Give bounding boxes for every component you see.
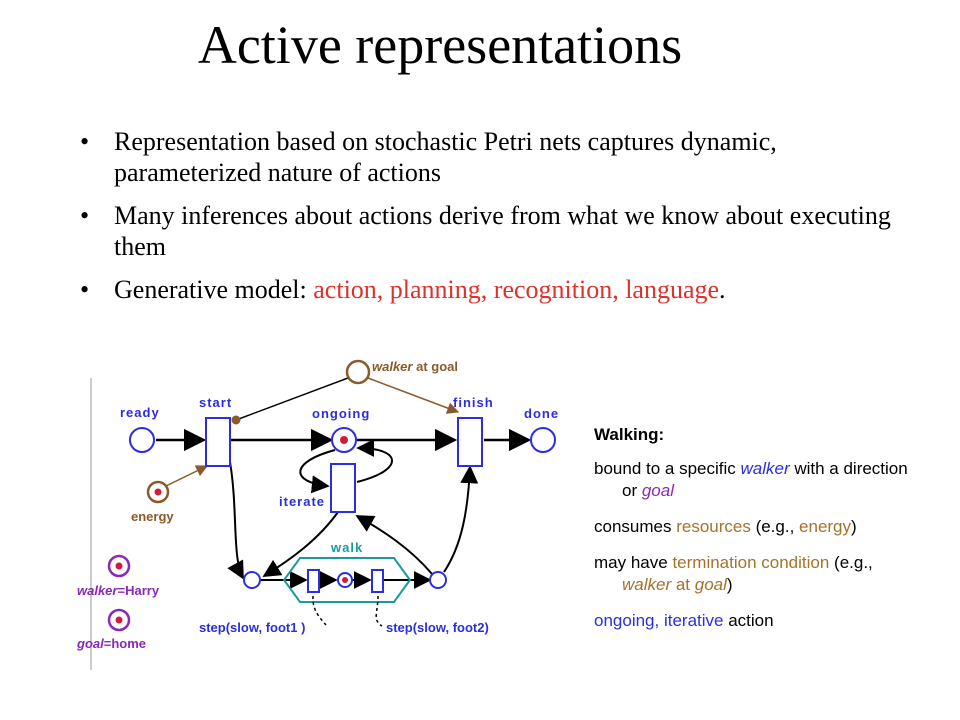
place-ongoing-token-icon [340, 436, 348, 444]
bullet-text-end: . [719, 275, 726, 304]
label-goal-param-rest: =home [104, 636, 146, 651]
bullet-list: • Representation based on stochastic Pet… [80, 126, 900, 317]
walking-term-energy: energy [799, 517, 852, 536]
place-goal-param-token-icon [115, 616, 123, 624]
walking-text: with a direction or [622, 459, 908, 500]
label-walker-at-goal-rest: at goal [412, 359, 458, 374]
arc-ongoing-iterate [299, 449, 336, 494]
bullet-text: Representation based on stochastic Petri… [114, 127, 777, 187]
label-ongoing: ongoing [312, 406, 370, 421]
bullet-text: Generative model: [114, 275, 314, 304]
arc-iterate-ongoing [356, 439, 393, 483]
label-finish: finish [453, 395, 494, 410]
place-energy-token-icon [154, 488, 162, 496]
walking-text: (e.g., [829, 553, 873, 572]
place-ready [129, 427, 155, 453]
place-walk-out [429, 571, 447, 589]
arc-energy-start [165, 465, 209, 487]
label-iterate: iterate [279, 494, 325, 509]
label-walker-param-rest: =Harry [117, 583, 159, 598]
label-step2: step(slow, foot2) [386, 620, 489, 635]
walking-term-ongoing: ongoing, iterative [594, 611, 724, 630]
walking-description-panel: Walking: bound to a specific walker with… [594, 424, 924, 646]
walking-line-resources: consumes resources (e.g., energy) [594, 516, 924, 538]
walking-term-termination: termination condition [672, 553, 830, 572]
walking-term-goal: goal [641, 481, 674, 500]
walking-line-ongoing: ongoing, iterative action [594, 610, 924, 632]
bullet-dot-icon: • [80, 201, 90, 230]
label-walker-at-goal-italic: walker [372, 359, 413, 374]
transition-step1 [307, 569, 320, 593]
place-walk-in [243, 571, 261, 589]
arc-start-walk [227, 461, 244, 580]
walking-term-resources: resources [676, 517, 751, 536]
bullet-dot-icon: • [80, 275, 90, 304]
walking-text: (e.g., [750, 517, 800, 536]
label-done: done [524, 406, 559, 421]
label-walker-param: walker=Harry [77, 583, 160, 598]
place-done [530, 427, 556, 453]
arc-start-walker-at-goal [235, 377, 349, 421]
walking-term-walker: walker [740, 459, 790, 478]
label-goal-param-italic: goal [76, 636, 104, 651]
bullet-item: • Generative model: action, planning, re… [80, 274, 900, 305]
place-walk-mid-token-icon [342, 577, 348, 583]
walking-text: action [723, 611, 774, 630]
walking-term-goal: goal [694, 575, 727, 594]
transition-step2 [371, 569, 384, 593]
walking-text: consumes [594, 517, 677, 536]
label-walker-at-goal: walker at goal [372, 359, 458, 374]
label-start: start [199, 395, 232, 410]
bullet-item: • Many inferences about actions derive f… [80, 200, 900, 262]
arc-walk-iterate [355, 515, 433, 575]
label-goal-param: goal=home [76, 636, 146, 651]
walking-heading: Walking: [594, 425, 665, 444]
place-walker-param-token-icon [115, 562, 123, 570]
label-step1: step(slow, foot1 ) [199, 620, 305, 635]
slide-title: Active representations [197, 15, 683, 75]
bullet-text: Many inferences about actions derive fro… [114, 201, 891, 261]
walking-text: may have [594, 553, 673, 572]
walking-text: bound to a specific [594, 459, 741, 478]
label-walk: walk [330, 540, 363, 555]
bullet-highlight: action, planning, recognition, language [313, 275, 720, 304]
walking-term-at: at [671, 575, 695, 594]
label-ready: ready [120, 405, 160, 420]
walking-text: ) [851, 517, 857, 536]
walking-line-walker: bound to a specific walker with a direct… [594, 458, 924, 502]
arc-walker-at-goal-finish [367, 377, 460, 414]
arc-iterate-walk [262, 511, 339, 577]
place-walker-at-goal [345, 359, 371, 385]
walking-term-walker: walker [622, 575, 672, 594]
bullet-dot-icon: • [80, 127, 90, 156]
walking-line-termination: may have termination condition (e.g., wa… [594, 552, 924, 596]
walk-subnet-hexagon [282, 557, 412, 603]
label-energy: energy [131, 509, 174, 524]
arc-start-dot-icon [231, 415, 241, 425]
transition-iterate [330, 463, 356, 513]
transition-finish [457, 417, 483, 467]
arc-walk-finish [443, 465, 479, 573]
transition-start [205, 417, 231, 467]
step1-pointer [312, 595, 327, 626]
step2-pointer [375, 595, 383, 627]
walking-text: ) [726, 575, 733, 594]
bullet-item: • Representation based on stochastic Pet… [80, 126, 900, 188]
label-walker-param-italic: walker [77, 583, 118, 598]
